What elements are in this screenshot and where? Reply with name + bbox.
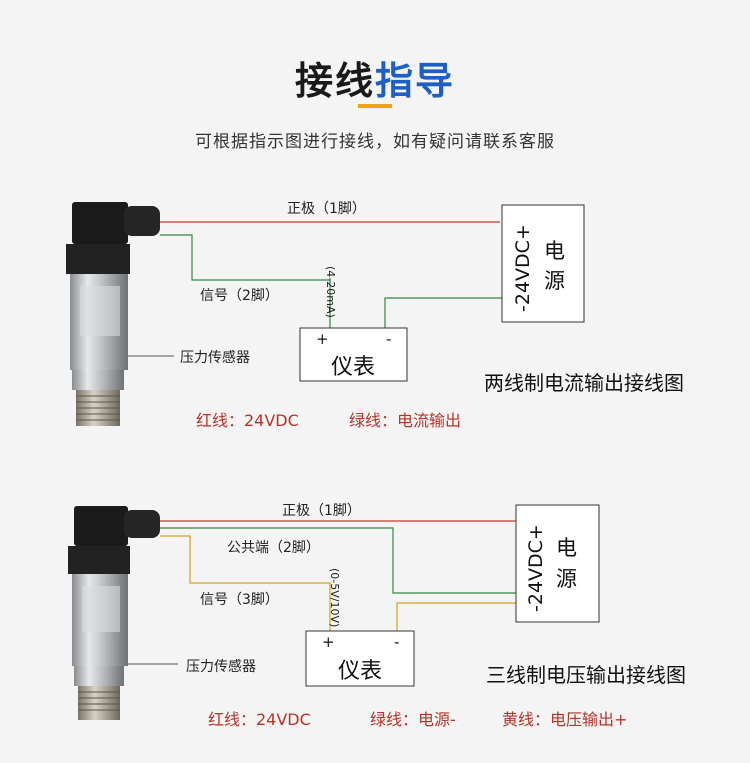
d2-note-green: 绿线：电源- [370,710,456,729]
d1-supply-char-2: 源 [544,269,565,293]
d1-current-range: (4-20mA) [324,266,337,318]
d1-sensor-label: 压力传感器 [180,350,250,366]
green-wire-1 [160,234,331,328]
d1-signal-label: 信号（2脚） [200,288,279,304]
title-underline [358,104,392,108]
d1-positive-label: 正极（1脚） [287,201,366,217]
d1-supply-char-1: 电 [544,239,565,263]
d1-note-red: 红线：24VDC [196,411,299,430]
d1-meter-label: 仪表 [331,355,376,380]
d1-meter-plus: + [316,330,329,348]
d1-note-green: 绿线：电流输出 [349,411,462,430]
d1-meter-minus: - [386,330,392,348]
d2-note-red: 红线：24VDC [208,710,311,729]
yellow-wire-2b [396,602,516,631]
title-part-1: 接线 [294,59,375,103]
d2-note-yellow: 黄线：电压输出+ [502,710,628,729]
title-part-2: 指导 [375,59,456,103]
sensor-1 [66,202,160,426]
meter-box-1 [299,327,408,382]
d2-positive-label: 正极（1脚） [282,503,361,519]
d2-signal-label: 信号（3脚） [200,592,279,608]
d2-supply-voltage: -24VDC+ [525,524,547,612]
meter-box-2 [305,630,415,687]
d2-voltage-range: (0-5V/10V) [328,568,341,628]
green-wire-1b [384,297,502,328]
d2-supply-char-2: 源 [556,567,577,591]
d2-sensor-label: 压力传感器 [186,659,256,675]
page-title: 接线指导 [0,50,750,105]
d2-meter-minus: - [394,633,400,651]
d1-caption: 两线制电流输出接线图 [484,371,684,395]
d2-caption: 三线制电压输出接线图 [486,663,686,687]
sensor-2 [68,506,160,720]
d1-supply-voltage: -24VDC+ [512,224,534,312]
d2-meter-label: 仪表 [338,659,383,684]
yellow-wire-2a [160,535,331,631]
green-wire-2 [160,527,516,594]
page-subtitle: 可根据指示图进行接线，如有疑问请联系客服 [195,132,555,152]
d2-common-label: 公共端（2脚） [227,540,320,556]
d2-supply-char-1: 电 [556,536,577,560]
power-box-1 [501,204,585,323]
d2-meter-plus: + [322,633,335,651]
power-box-2 [515,504,600,623]
